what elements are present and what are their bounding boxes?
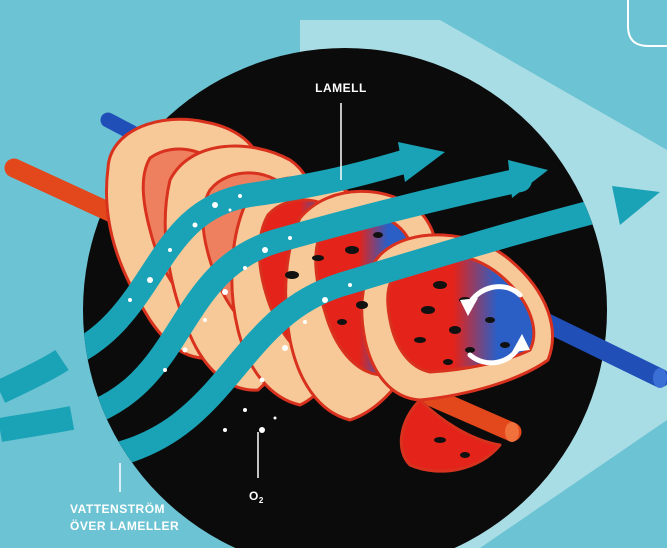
oxygen-label-sub: 2 [259,496,264,505]
water-flow-label-line1: VATTENSTRÖM [70,501,165,516]
water-flow-label-line2: ÖVER LAMELLER [70,518,179,533]
lamella-label: LAMELL [315,81,367,95]
oxygen-label-main: O [249,489,259,503]
